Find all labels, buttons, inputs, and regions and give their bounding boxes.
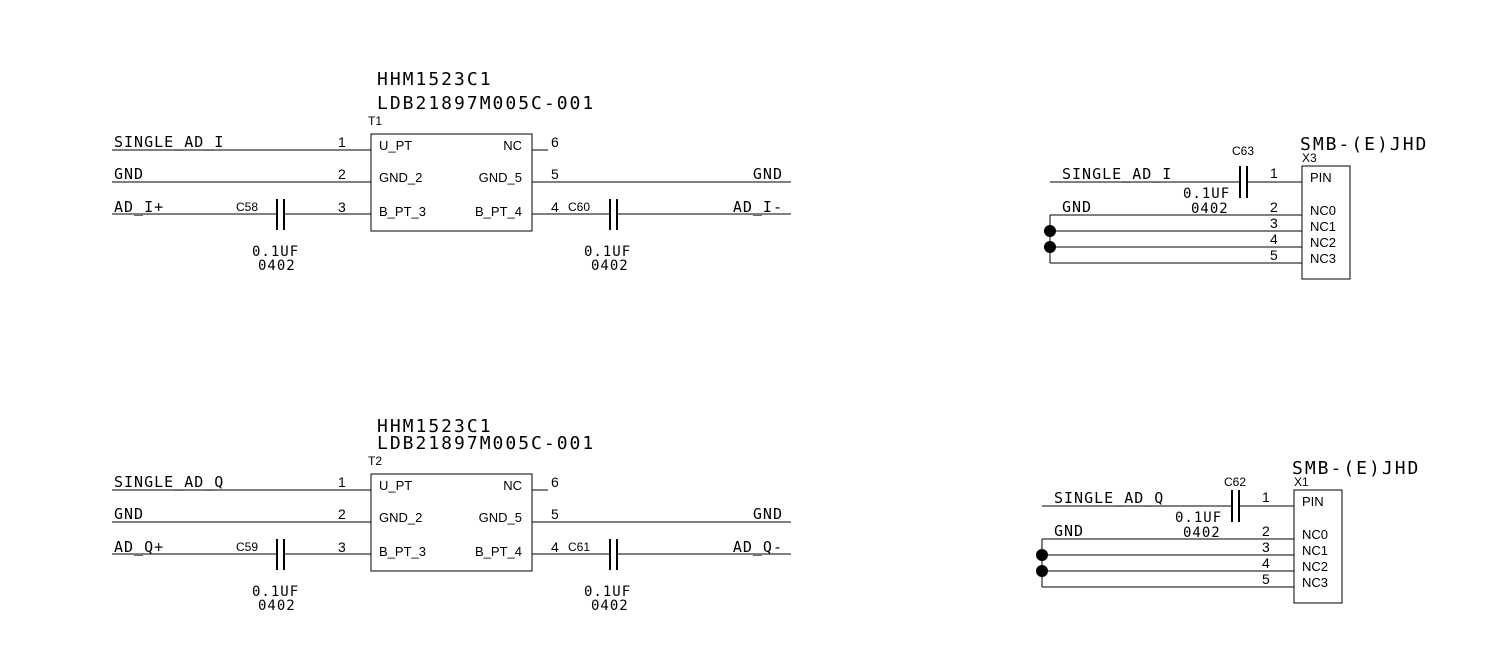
- x1-junction-2: [1036, 565, 1048, 577]
- t1-pin1-name: U_PT: [379, 138, 412, 153]
- x3-pin4-name: NC2: [1310, 235, 1336, 250]
- c58-ref: C58: [236, 200, 258, 214]
- connector-x3-block: SMB-(E)JHD X3 C63 0.1UF 0402 SINGLE_AD_I…: [1044, 134, 1428, 280]
- c58-package: 0402: [258, 258, 296, 274]
- c63-value: 0.1UF: [1183, 186, 1230, 202]
- x1-pin2-name: NC0: [1302, 527, 1328, 542]
- t2-net-in: SINGLE_AD_Q: [114, 473, 224, 491]
- t1-ref: T1: [368, 114, 382, 128]
- c59-package: 0402: [258, 598, 296, 614]
- t2-pin1-number: 1: [338, 474, 346, 490]
- t1-pin2-name: GND_2: [379, 170, 422, 185]
- t1-part-description: LDB21897M005C-001: [377, 93, 595, 114]
- x3-junction-1: [1044, 225, 1056, 237]
- x3-pin2-name: NC0: [1310, 203, 1336, 218]
- t2-pin6-name: NC: [503, 478, 522, 493]
- c62-ref: C62: [1224, 475, 1246, 489]
- x1-part-number: SMB-(E)JHD: [1292, 458, 1420, 479]
- c59-ref: C59: [236, 540, 258, 554]
- x1-pin3-number: 3: [1262, 539, 1270, 555]
- x3-part-number: SMB-(E)JHD: [1300, 134, 1428, 155]
- t2-pin6-number: 6: [551, 474, 559, 490]
- t2-pin2-number: 2: [338, 506, 346, 522]
- c62-value: 0.1UF: [1175, 510, 1222, 526]
- t1-pin5-number: 5: [551, 166, 559, 182]
- t1-pin1-number: 1: [338, 134, 346, 150]
- t1-pin6-name: NC: [503, 138, 522, 153]
- t2-pin5-name: GND_5: [479, 510, 522, 525]
- t2-pin4-number: 4: [551, 539, 559, 555]
- t1-net-gnd-left: GND: [114, 165, 144, 183]
- t1-net-gnd-right: GND: [753, 165, 783, 183]
- x3-ref: X3: [1302, 151, 1317, 165]
- t1-body[interactable]: [370, 133, 533, 232]
- x1-pin4-name: NC2: [1302, 559, 1328, 574]
- t2-pin2-name: GND_2: [379, 510, 422, 525]
- c60-package: 0402: [591, 258, 629, 274]
- t1-net-in: SINGLE_AD_I: [114, 133, 224, 151]
- t1-net-minus: AD_I-: [733, 198, 783, 216]
- x1-pin5-number: 5: [1262, 571, 1270, 587]
- t2-pin1-name: U_PT: [379, 478, 412, 493]
- c58-value: 0.1UF: [252, 244, 299, 260]
- t1-pin6-number: 6: [551, 134, 559, 150]
- c63-package: 0402: [1191, 201, 1229, 217]
- x3-pin4-number: 4: [1270, 231, 1278, 247]
- t2-part-number: HHM1523C1: [377, 416, 493, 437]
- c60-ref: C60: [568, 200, 590, 214]
- t2-pin3-name: B_PT_3: [379, 544, 426, 559]
- connector-x1-block: SMB-(E)JHD X1 C62 0.1UF 0402 SINGLE_AD_Q…: [1036, 458, 1420, 604]
- x1-pin3-name: NC1: [1302, 543, 1328, 558]
- t2-net-gnd-left: GND: [114, 505, 144, 523]
- c61-ref: C61: [568, 540, 590, 554]
- x3-pin2-number: 2: [1270, 199, 1278, 215]
- c62-package: 0402: [1183, 525, 1221, 541]
- x1-pin1-number: 1: [1262, 489, 1270, 505]
- t2-part-description: LDB21897M005C-001: [377, 433, 595, 454]
- t1-net-plus: AD_I+: [114, 198, 164, 216]
- x3-junction-2: [1044, 241, 1056, 253]
- x3-pin3-number: 3: [1270, 215, 1278, 231]
- c59-value: 0.1UF: [252, 584, 299, 600]
- t2-pin5-number: 5: [551, 506, 559, 522]
- x1-body[interactable]: [1293, 489, 1343, 604]
- x1-net-gnd: GND: [1054, 522, 1084, 540]
- x3-net-gnd: GND: [1062, 198, 1092, 216]
- x3-pin1-name: PIN: [1310, 170, 1332, 185]
- x1-pin1-name: PIN: [1302, 494, 1324, 509]
- t2-net-gnd-right: GND: [753, 505, 783, 523]
- t2-ref: T2: [368, 454, 382, 468]
- x1-pin2-number: 2: [1262, 523, 1270, 539]
- t2-net-minus: AD_Q-: [733, 538, 783, 556]
- t2-pin4-name: B_PT_4: [475, 544, 522, 559]
- t1-pin4-name: B_PT_4: [475, 204, 522, 219]
- c60-value: 0.1UF: [584, 244, 631, 260]
- x3-pin5-number: 5: [1270, 247, 1278, 263]
- x3-pin1-number: 1: [1270, 165, 1278, 181]
- t1-pin2-number: 2: [338, 166, 346, 182]
- t1-part-number: HHM1523C1: [377, 69, 493, 90]
- t1-pin3-name: B_PT_3: [379, 204, 426, 219]
- x1-junction-1: [1036, 549, 1048, 561]
- t1-pin4-number: 4: [551, 199, 559, 215]
- x1-pin5-name: NC3: [1302, 575, 1328, 590]
- t2-pin3-number: 3: [338, 539, 346, 555]
- t1-pin5-name: GND_5: [479, 170, 522, 185]
- transformer-t1-block: HHM1523C1 LDB21897M005C-001 T1 C58 0.1UF…: [112, 69, 791, 274]
- t2-net-plus: AD_Q+: [114, 538, 164, 556]
- c61-value: 0.1UF: [584, 584, 631, 600]
- x1-pin4-number: 4: [1262, 555, 1270, 571]
- t1-pin3-number: 3: [338, 199, 346, 215]
- x3-pin3-name: NC1: [1310, 219, 1336, 234]
- x3-net-signal: SINGLE_AD_I: [1062, 165, 1172, 183]
- x1-ref: X1: [1294, 475, 1309, 489]
- x3-pin5-name: NC3: [1310, 251, 1336, 266]
- c63-ref: C63: [1232, 144, 1254, 158]
- c61-package: 0402: [591, 598, 629, 614]
- transformer-t2-block: HHM1523C1 LDB21897M005C-001 T2 C59 0.1UF…: [112, 416, 791, 614]
- x1-net-signal: SINGLE_AD_Q: [1054, 489, 1164, 507]
- x3-body[interactable]: [1301, 165, 1351, 280]
